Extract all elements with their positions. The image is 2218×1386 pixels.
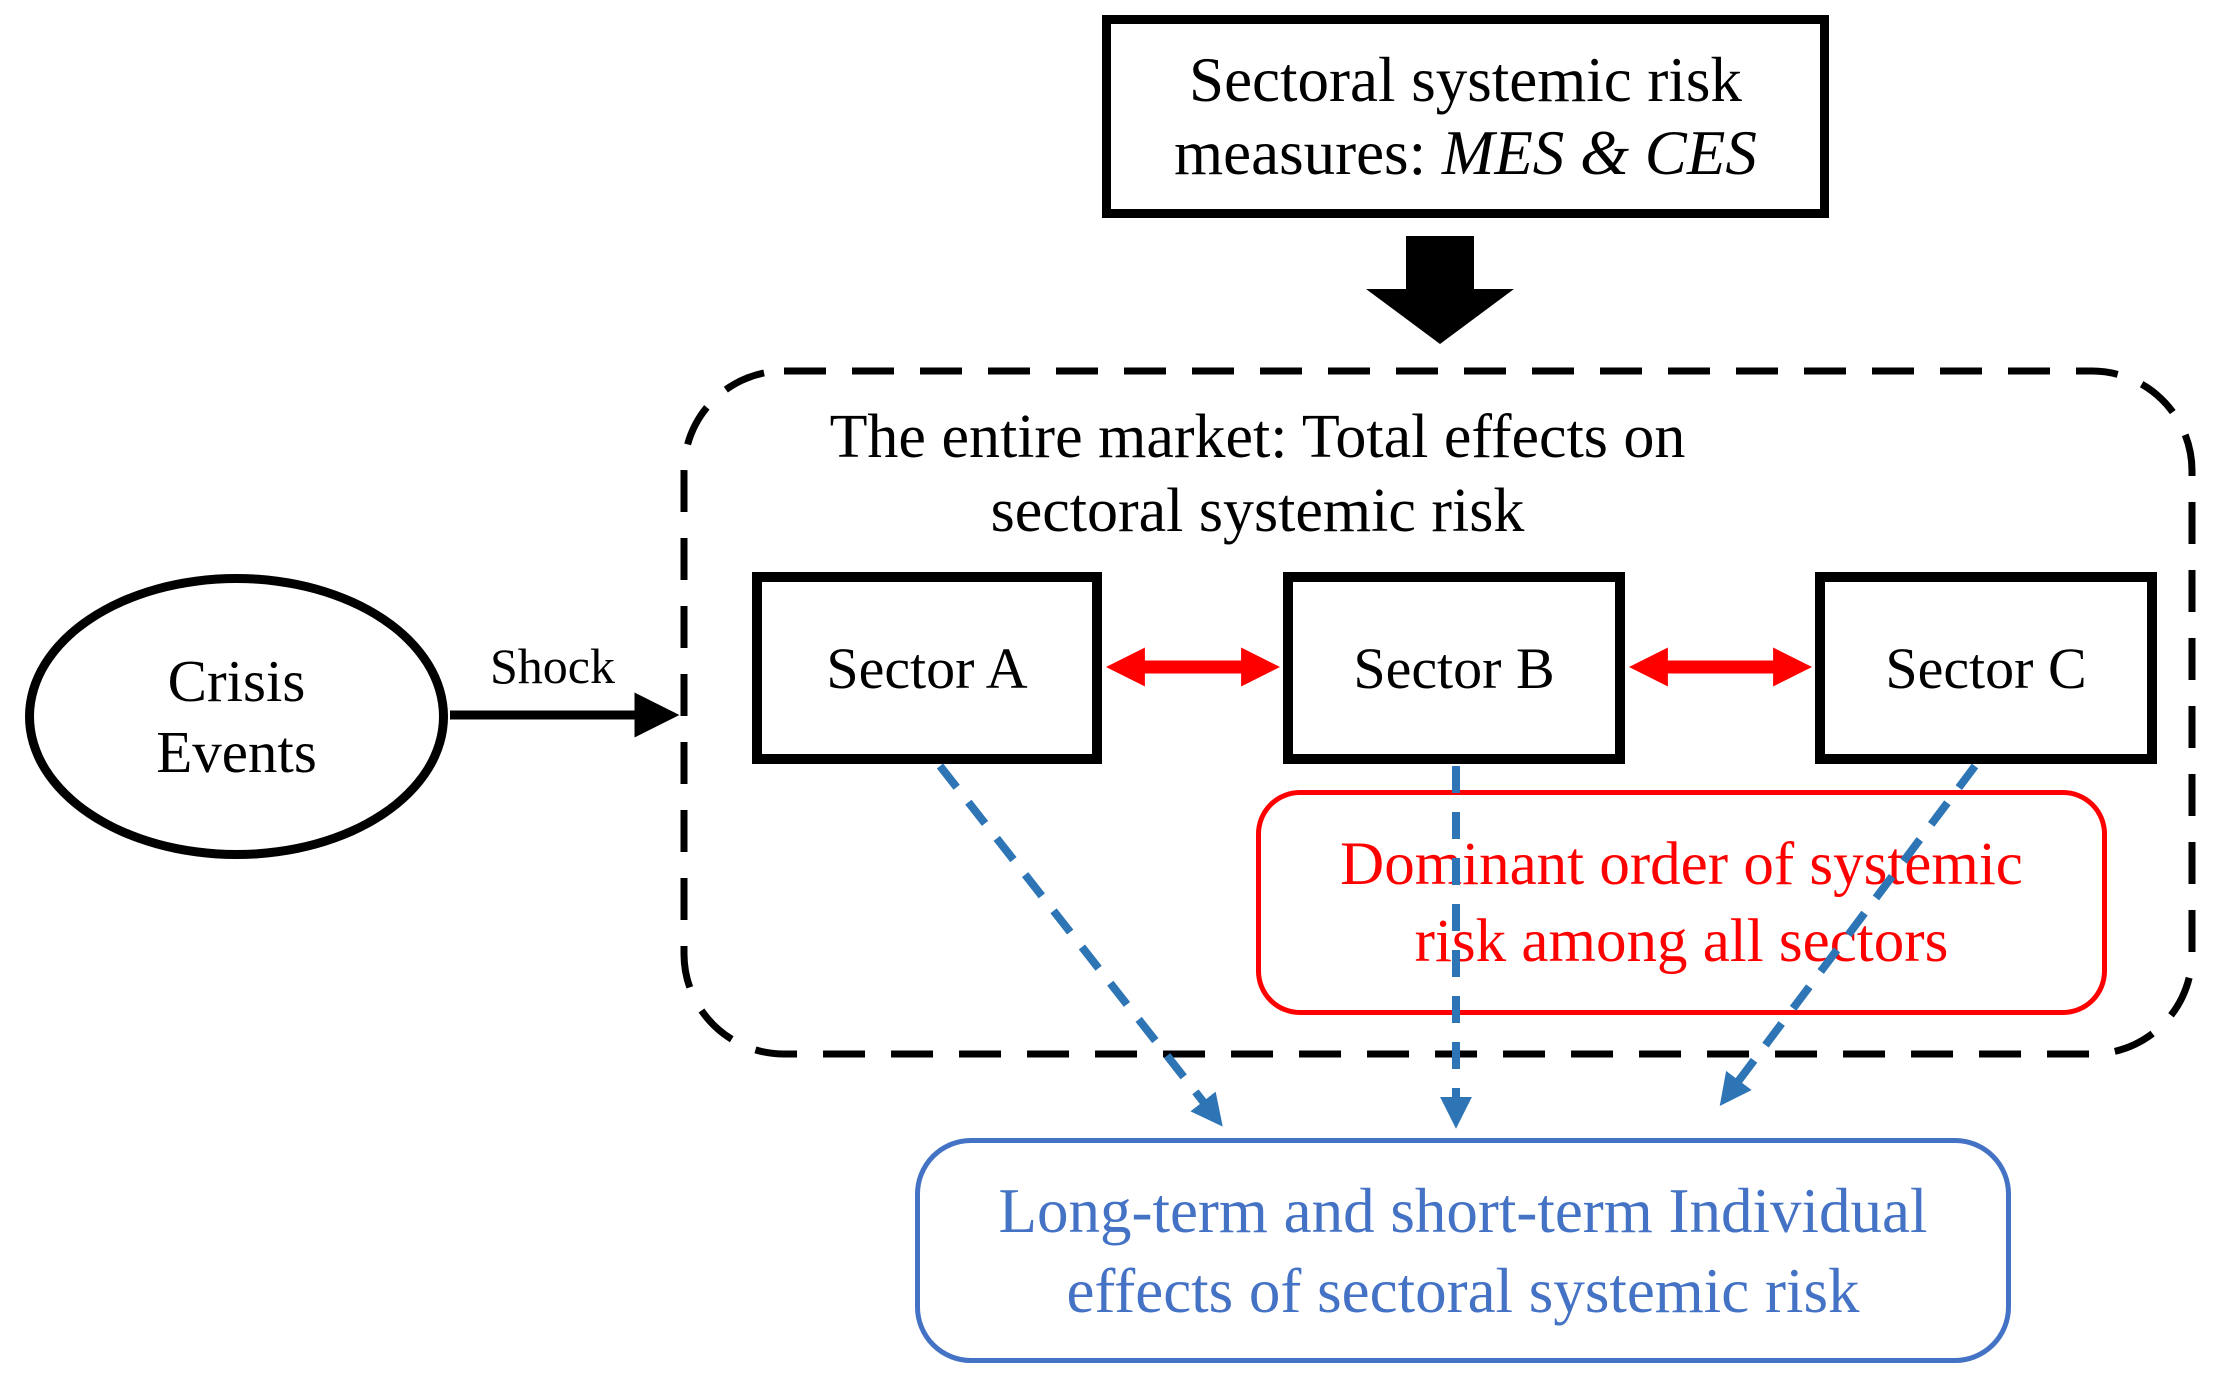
market-heading-line1: The entire market: Total effects on (829, 403, 1686, 471)
crisis-events-line2: Events (156, 718, 317, 785)
sector-a-individual-arrow-icon (936, 763, 1223, 1127)
measures-box-line2: measures: MES & CES (1174, 117, 1757, 190)
down-block-arrow-icon (1366, 236, 1514, 344)
sector-c-label: Sector C (1885, 635, 2087, 701)
sector-c-box: Sector C (1815, 572, 2157, 764)
market-heading: The entire market: Total effects on sect… (770, 400, 1745, 548)
crisis-events-ellipse: Crisis Events (25, 574, 448, 859)
shock-label: Shock (490, 638, 615, 694)
market-heading-line2: sectoral systemic risk (990, 477, 1525, 545)
measures-box-line2-prefix: measures: (1174, 117, 1442, 188)
individual-effects-box: Long-term and short-term Individual effe… (915, 1138, 2011, 1363)
measures-box: Sectoral systemic risk measures: MES & C… (1102, 15, 1829, 218)
individual-effects-line2: effects of sectoral systemic risk (1066, 1255, 1860, 1326)
sector-b-box: Sector B (1283, 572, 1625, 764)
dominant-order-line2: risk among all sectors (1414, 907, 1949, 975)
measures-box-line1: Sectoral systemic risk (1189, 44, 1742, 115)
sector-b-label: Sector B (1353, 635, 1555, 701)
individual-effects-line1: Long-term and short-term Individual (998, 1175, 1928, 1246)
dominant-order-line1: Dominant order of systemic (1340, 830, 2023, 898)
crisis-events-line1: Crisis (167, 647, 306, 714)
dominant-order-box: Dominant order of systemic risk among al… (1256, 790, 2107, 1015)
sector-a-label: Sector A (826, 635, 1028, 701)
sector-a-box: Sector A (752, 572, 1102, 764)
measures-box-line2-acronyms: MES & CES (1441, 117, 1757, 188)
